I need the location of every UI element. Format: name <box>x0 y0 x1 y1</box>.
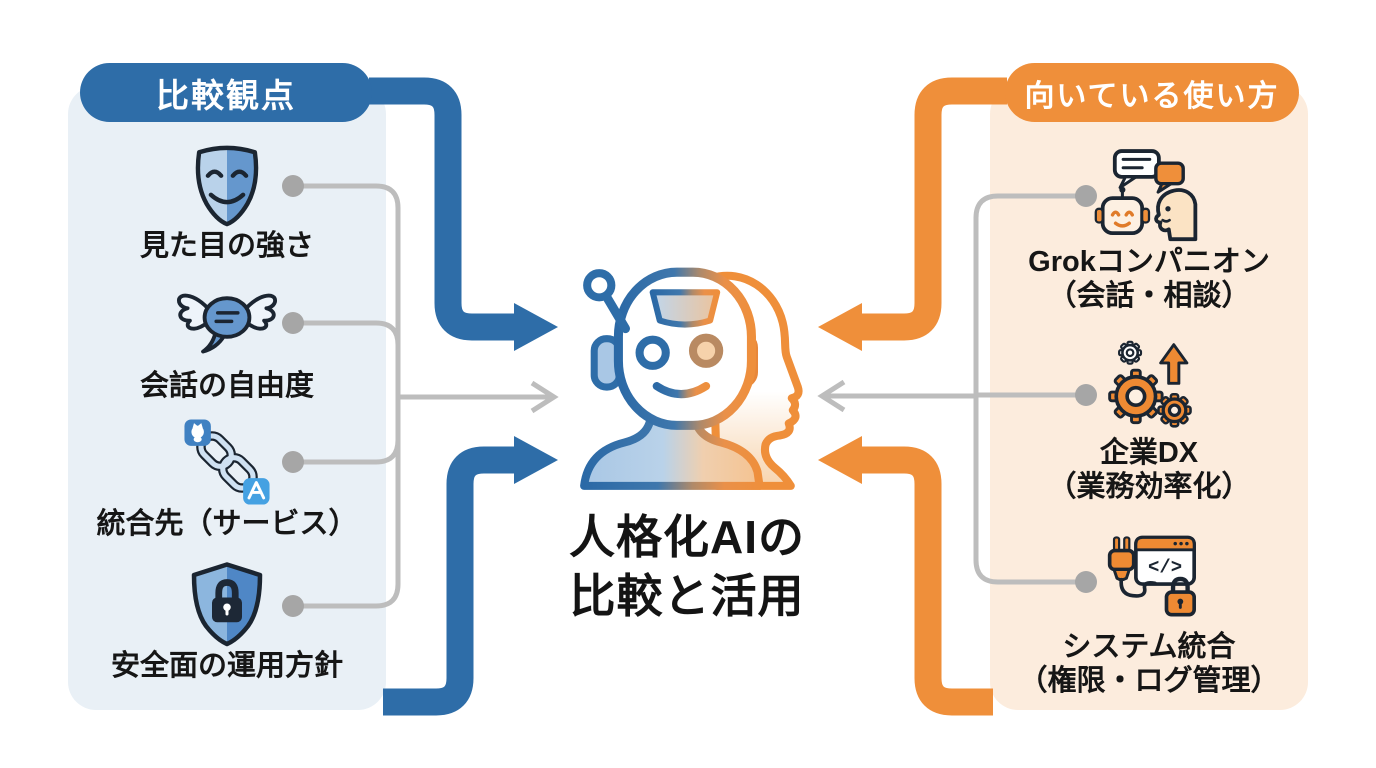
plug-code-lock-icon: </> <box>990 530 1308 625</box>
growth-up-arrow <box>1159 343 1189 385</box>
right-eye <box>688 333 724 368</box>
orange-arrow-top <box>818 77 1007 351</box>
comparison-panel-header: 比較観点 <box>80 63 372 122</box>
code-glyph: </> <box>1148 556 1182 578</box>
left-eye <box>635 335 670 370</box>
usage-panel-header: 向いている使い方 <box>1005 63 1299 122</box>
chat-bubble-filled <box>1154 161 1185 194</box>
chain-link-services-icon <box>68 418 386 506</box>
small-gear <box>1157 392 1192 428</box>
antenna-stem <box>601 291 630 334</box>
gray-arrowhead-right-icon <box>530 380 559 414</box>
label-conversation: 会話の自由度 <box>139 370 314 402</box>
github-badge-icon <box>184 419 211 446</box>
title-line-2: 比較と活用 <box>569 570 805 622</box>
title-line-1: 人格化AIの <box>569 511 805 563</box>
comparison-header-label: 比較観点 <box>156 76 296 114</box>
power-plug <box>1107 536 1157 598</box>
padlock <box>1164 576 1196 617</box>
label-appearance: 見た目の強さ <box>139 230 314 262</box>
label-enterprise-dx: 企業DX （業務効率化） <box>990 436 1308 504</box>
large-gear <box>1108 368 1164 425</box>
robot-human-chat-icon <box>990 148 1308 243</box>
gears-growth-arrow-icon <box>990 338 1308 433</box>
shield-lock-icon <box>68 560 386 650</box>
browser-window: </> <box>1134 535 1196 586</box>
page-title: 人格化AIの 比較と活用 <box>527 508 847 626</box>
label-system-integration: システム統合 （権限・ログ管理） <box>990 630 1308 698</box>
label-grok-companion: Grokコンパニオン （会話・相談） <box>990 245 1308 313</box>
robot-human-head-icon <box>580 267 803 490</box>
theater-mask-icon <box>68 142 386 230</box>
forehead-panel <box>649 289 721 328</box>
antenna-tip <box>583 269 616 302</box>
blue-arrow-top <box>369 77 558 351</box>
dx-label: 企業DX <box>1099 437 1199 469</box>
label-integrations: 統合先（サービス） <box>96 508 358 540</box>
integration-sublabel: （権限・ログ管理） <box>1018 665 1280 697</box>
winged-chat-bubble-icon <box>68 282 386 367</box>
integration-label: システム統合 <box>1062 631 1236 663</box>
robot-face <box>613 267 756 430</box>
dx-sublabel: （業務効率化） <box>1047 471 1251 503</box>
chat-bubble-outline <box>1112 149 1161 190</box>
label-safety: 安全面の運用方針 <box>110 650 343 682</box>
human-head-profile <box>1154 188 1198 242</box>
gray-arrowhead-left-icon <box>817 379 846 413</box>
app-store-badge-icon <box>243 478 270 505</box>
usage-header-label: 向いている使い方 <box>1024 79 1280 113</box>
grok-sublabel: （会話・相談） <box>1047 280 1251 312</box>
smile <box>652 382 711 399</box>
grok-label: Grokコンパニオン <box>1028 246 1270 278</box>
tiny-gear-outline <box>1118 340 1143 365</box>
robot-head <box>1094 186 1151 236</box>
